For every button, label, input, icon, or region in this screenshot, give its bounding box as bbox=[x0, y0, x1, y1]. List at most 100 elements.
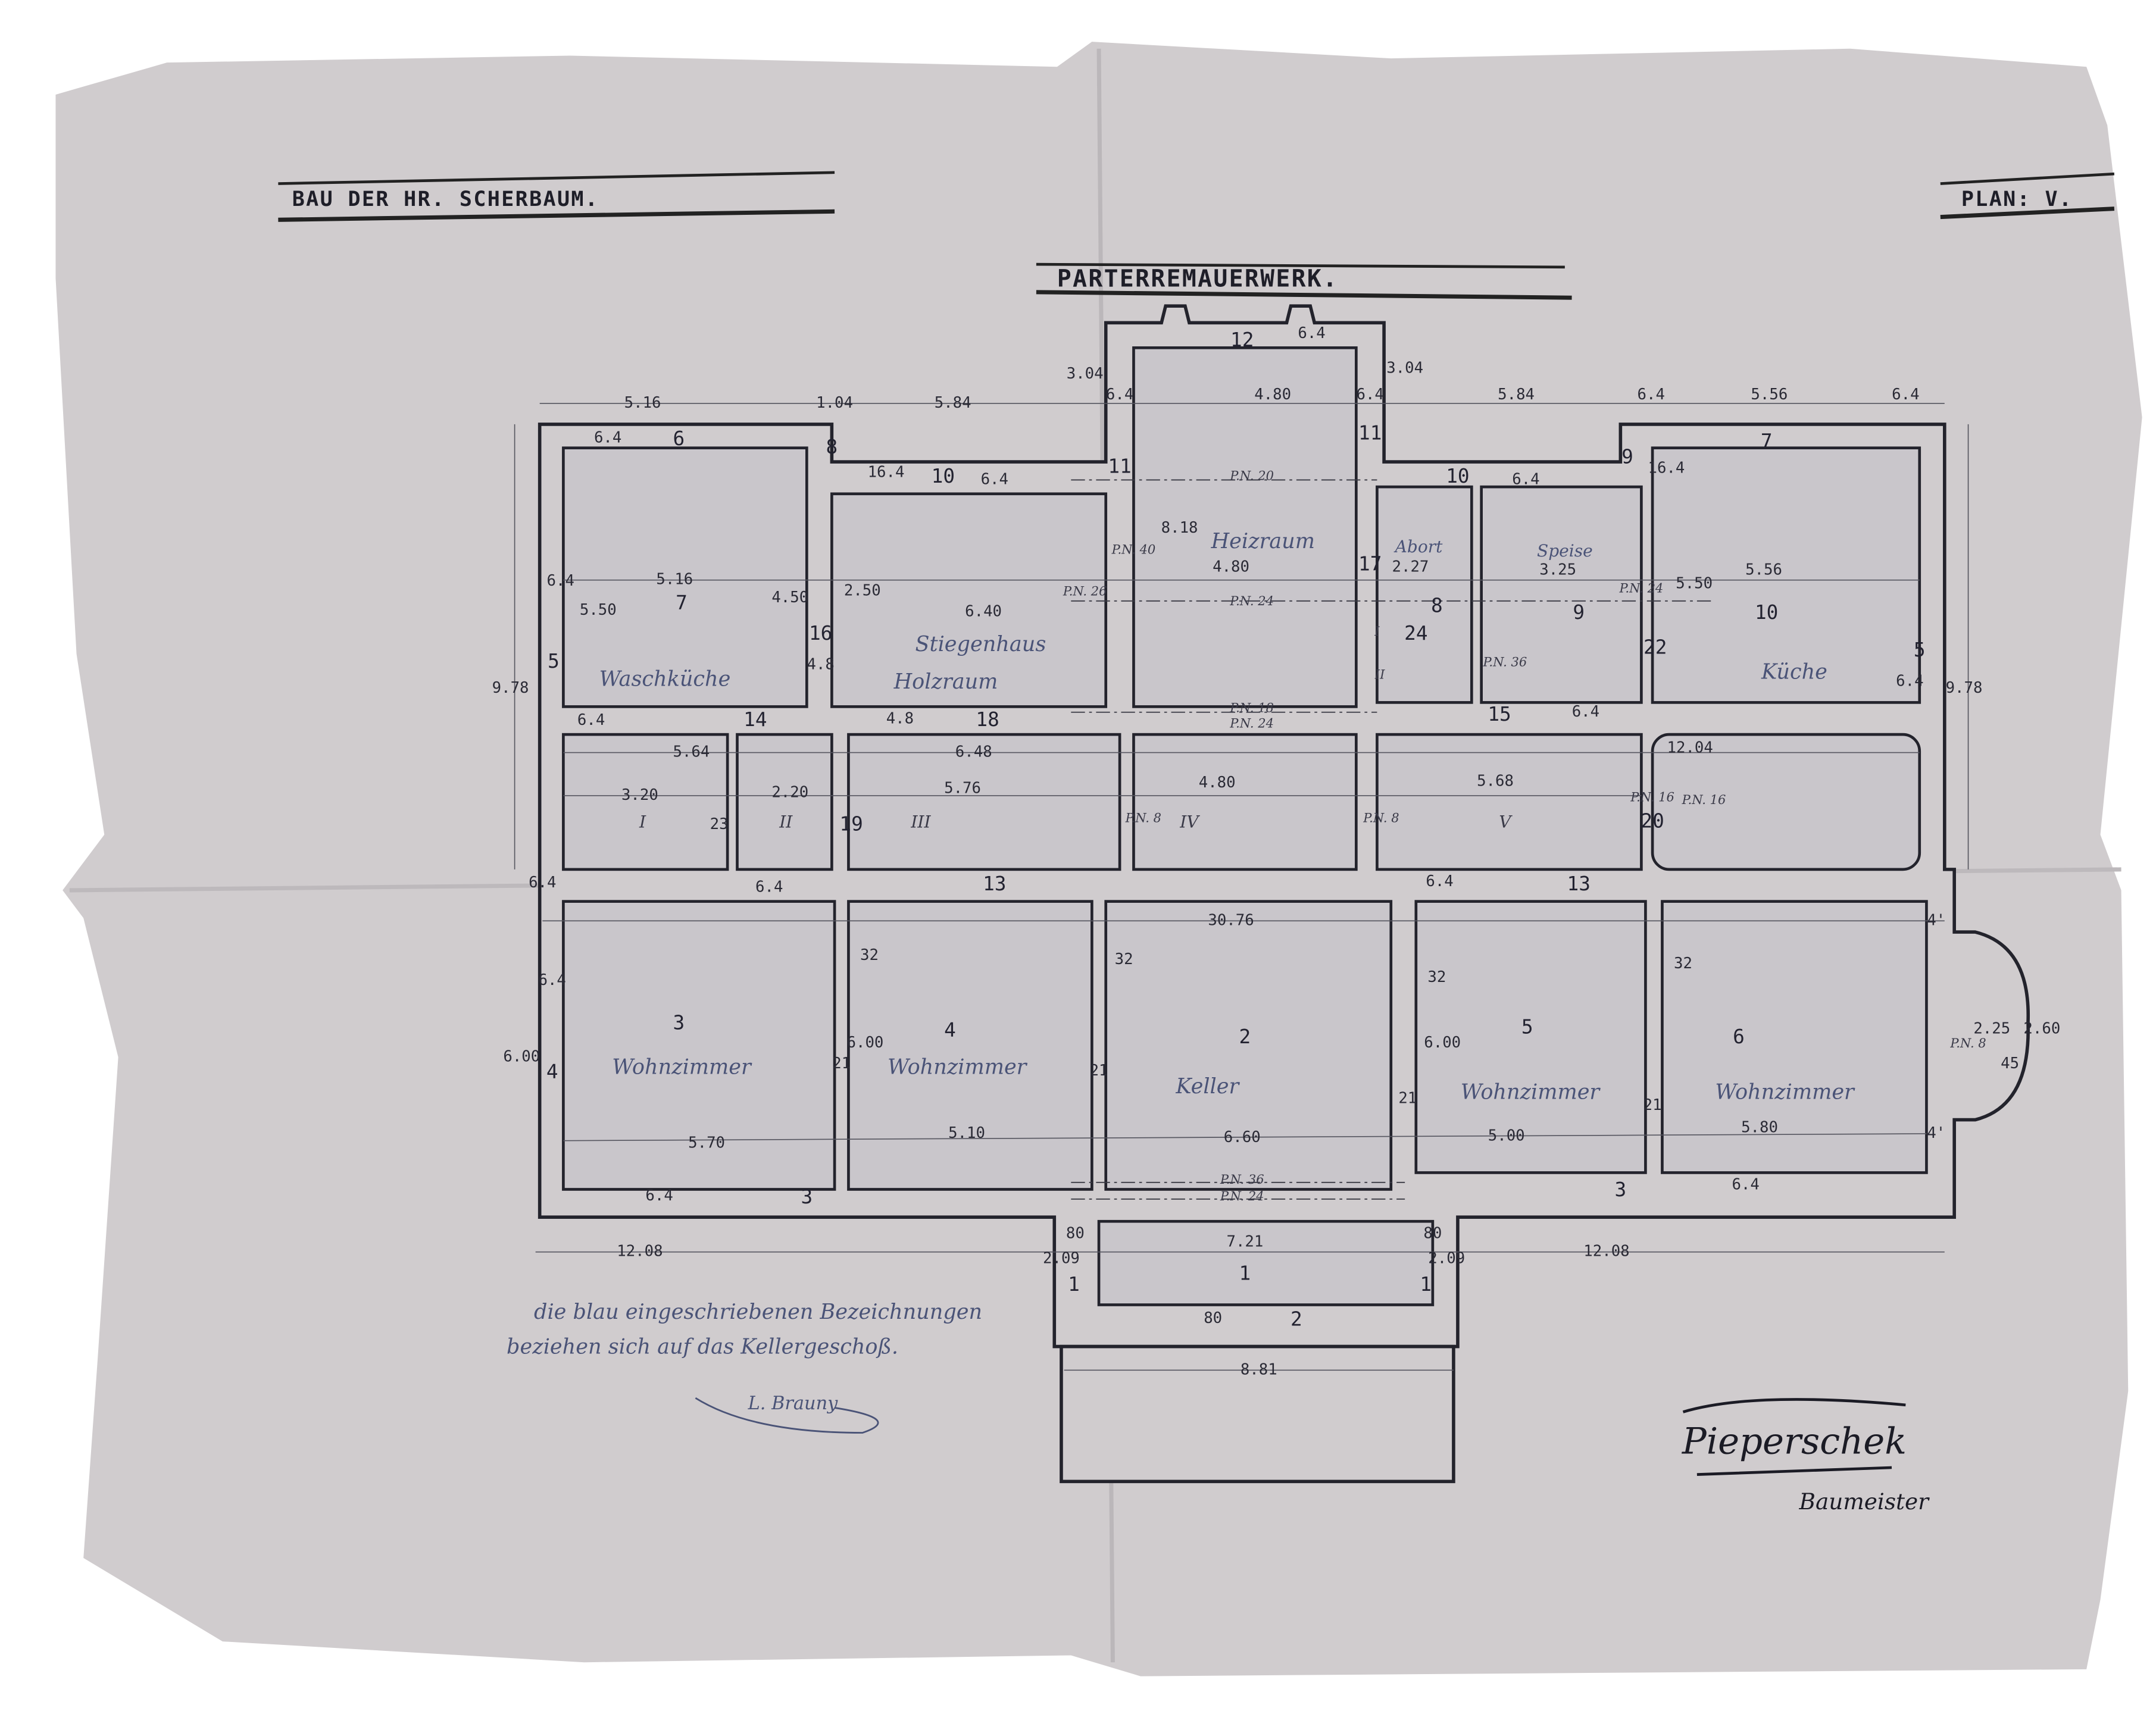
plan-label: 16.4 bbox=[1648, 459, 1685, 477]
plan-label: 16.4 bbox=[868, 464, 905, 481]
plan-label: 11 bbox=[1108, 455, 1131, 478]
plan-label: P.N. 36 bbox=[1483, 655, 1527, 670]
pn-labels: P.N. 20 P.N. 40 P.N. 26 P.N. 24 P.N. 24 … bbox=[1063, 468, 1986, 1203]
plan-label: 19 bbox=[839, 812, 863, 835]
plan-label: 5.84 bbox=[1498, 386, 1535, 403]
plan-label: 5.56 bbox=[1751, 386, 1788, 403]
plan-label: 7.21 bbox=[1226, 1233, 1263, 1250]
plan-label: 10 bbox=[1446, 465, 1469, 487]
title-block: BAU DER HR. SCHERBAUM. PLAN: V. PARTERRE… bbox=[278, 171, 2115, 300]
plan-label: 9.78 bbox=[1946, 679, 1983, 697]
plan-label: 5.70 bbox=[688, 1134, 725, 1152]
plan-label: 4.8 bbox=[807, 655, 834, 673]
plan-label: P.N. 24 bbox=[1229, 715, 1274, 730]
signature-architect: Pieperschek bbox=[1682, 1421, 1907, 1463]
plan-label: Wohnzimmer bbox=[888, 1055, 1028, 1079]
plan-label: 6.4 bbox=[1106, 386, 1133, 403]
plan-number: PLAN: V. bbox=[1961, 187, 2073, 211]
plan-label: 6.4 bbox=[529, 874, 556, 892]
plan-label: 17 bbox=[1358, 552, 1382, 575]
plan-label: 4 bbox=[944, 1018, 956, 1041]
plan-label: 8.18 bbox=[1161, 519, 1198, 537]
plan-label: P.N. 24 bbox=[1220, 1188, 1264, 1203]
plan-label: 5.16 bbox=[624, 394, 661, 412]
plan-label: 32 bbox=[1115, 950, 1133, 968]
plan-label: 2 bbox=[1239, 1025, 1251, 1048]
plan-label: 3 bbox=[1614, 1178, 1626, 1201]
plan-subtitle: PARTERREMAUERWERK. bbox=[1057, 265, 1338, 292]
plan-label: 3 bbox=[801, 1185, 813, 1208]
plan-label: P.N. 24 bbox=[1229, 593, 1274, 608]
plan-label: 6.48 bbox=[955, 743, 992, 761]
plan-label: 1 bbox=[1420, 1273, 1432, 1296]
plan-label: 4.8 bbox=[886, 709, 914, 727]
signature-brauny: L. Brauny bbox=[748, 1393, 839, 1414]
plan-label: 9.78 bbox=[492, 679, 529, 697]
plan-label: 11 bbox=[1358, 422, 1382, 445]
plan-label: 45 bbox=[2001, 1055, 2019, 1072]
plan-label: 5.84 bbox=[935, 394, 971, 412]
plan-label: 3 bbox=[673, 1012, 685, 1034]
plan-label: Holzraum bbox=[893, 670, 998, 694]
plan-label: 18 bbox=[976, 708, 999, 731]
plan-label: 80 bbox=[1204, 1309, 1222, 1327]
plan-label: 5 bbox=[1914, 639, 1926, 661]
plan-label: P.N. 18 bbox=[1229, 700, 1274, 715]
plan-label: 21 bbox=[1398, 1090, 1417, 1108]
plan-label: 6.4 bbox=[1896, 672, 1923, 690]
plan-label: II bbox=[779, 812, 793, 832]
plan-label: 6.4 bbox=[1298, 324, 1325, 342]
plan-label: Küche bbox=[1761, 660, 1827, 684]
plan-label: Keller bbox=[1175, 1074, 1240, 1099]
plan-label: 2.20 bbox=[771, 783, 808, 801]
plan-label: 3.04 bbox=[1067, 365, 1104, 383]
plan-label: 21 bbox=[1643, 1096, 1662, 1114]
plan-label: 32 bbox=[860, 946, 879, 964]
plan-label: P.N. 8 bbox=[1949, 1036, 1986, 1050]
plan-label: 6.4 bbox=[755, 878, 783, 896]
plan-label: 15 bbox=[1488, 703, 1511, 725]
plan-label: 24 bbox=[1404, 622, 1427, 645]
plan-label: 12.08 bbox=[1583, 1243, 1629, 1260]
dimension-lines bbox=[514, 403, 1969, 1371]
handwritten-room-names: Waschküche Stiegenhaus Holzraum Heizraum… bbox=[599, 529, 1855, 1105]
plan-label: 6.4 bbox=[1512, 470, 1539, 488]
plan-label: IV bbox=[1179, 812, 1200, 832]
plan-label: 9 bbox=[1573, 601, 1585, 624]
plan-label: 6 bbox=[673, 427, 685, 450]
plan-label: P.N. 24 bbox=[1619, 581, 1664, 596]
dimension-labels: 5.16 1.04 5.84 3.04 6.4 4.80 6.4 3.04 5.… bbox=[492, 324, 2061, 1378]
plan-label: V bbox=[1499, 812, 1513, 832]
plan-label: 10 bbox=[1755, 601, 1778, 624]
plan-label: 1.04 bbox=[816, 394, 853, 412]
plan-label: 6.4 bbox=[1572, 703, 1599, 721]
plan-label: 80 bbox=[1423, 1224, 1442, 1242]
plan-label: 5.50 bbox=[1676, 575, 1713, 593]
drawing-title: BAU DER HR. SCHERBAUM. bbox=[292, 187, 599, 211]
plan-label: I bbox=[639, 812, 646, 832]
axis-lines bbox=[1071, 479, 1711, 1200]
plan-label: 8 bbox=[1431, 594, 1443, 617]
plan-label: 6.4 bbox=[981, 470, 1008, 488]
plan-label: 6.4 bbox=[1892, 386, 1919, 403]
plan-label: 6.4 bbox=[547, 572, 574, 590]
plan-label: 5.10 bbox=[948, 1124, 985, 1142]
plan-label: 5.56 bbox=[1745, 561, 1782, 578]
plan-label: 5.50 bbox=[580, 601, 617, 619]
plan-label: 3.04 bbox=[1386, 359, 1423, 377]
plan-label: Wohnzimmer bbox=[1715, 1080, 1855, 1105]
plan-label: 1 bbox=[1239, 1262, 1251, 1284]
plan-label: 21 bbox=[1090, 1062, 1108, 1080]
plan-label: 32 bbox=[1427, 968, 1446, 986]
plan-label: 13 bbox=[1567, 872, 1591, 895]
plan-label: 22 bbox=[1643, 636, 1667, 659]
plan-label: 4.80 bbox=[1254, 386, 1291, 403]
plan-label: 4.50 bbox=[771, 589, 808, 606]
plan-label: 5 bbox=[548, 650, 560, 672]
wall-labels: 6 8 10 11 12 11 10 9 7 5 16 14 18 15 5 2… bbox=[546, 329, 1945, 1331]
plan-label: 7 bbox=[1761, 430, 1773, 453]
plan-label: 2.09 bbox=[1043, 1249, 1080, 1267]
plan-label: 5.80 bbox=[1741, 1119, 1778, 1137]
plan-label: 6.00 bbox=[1424, 1034, 1461, 1052]
plan-label: 5 bbox=[1521, 1016, 1533, 1039]
